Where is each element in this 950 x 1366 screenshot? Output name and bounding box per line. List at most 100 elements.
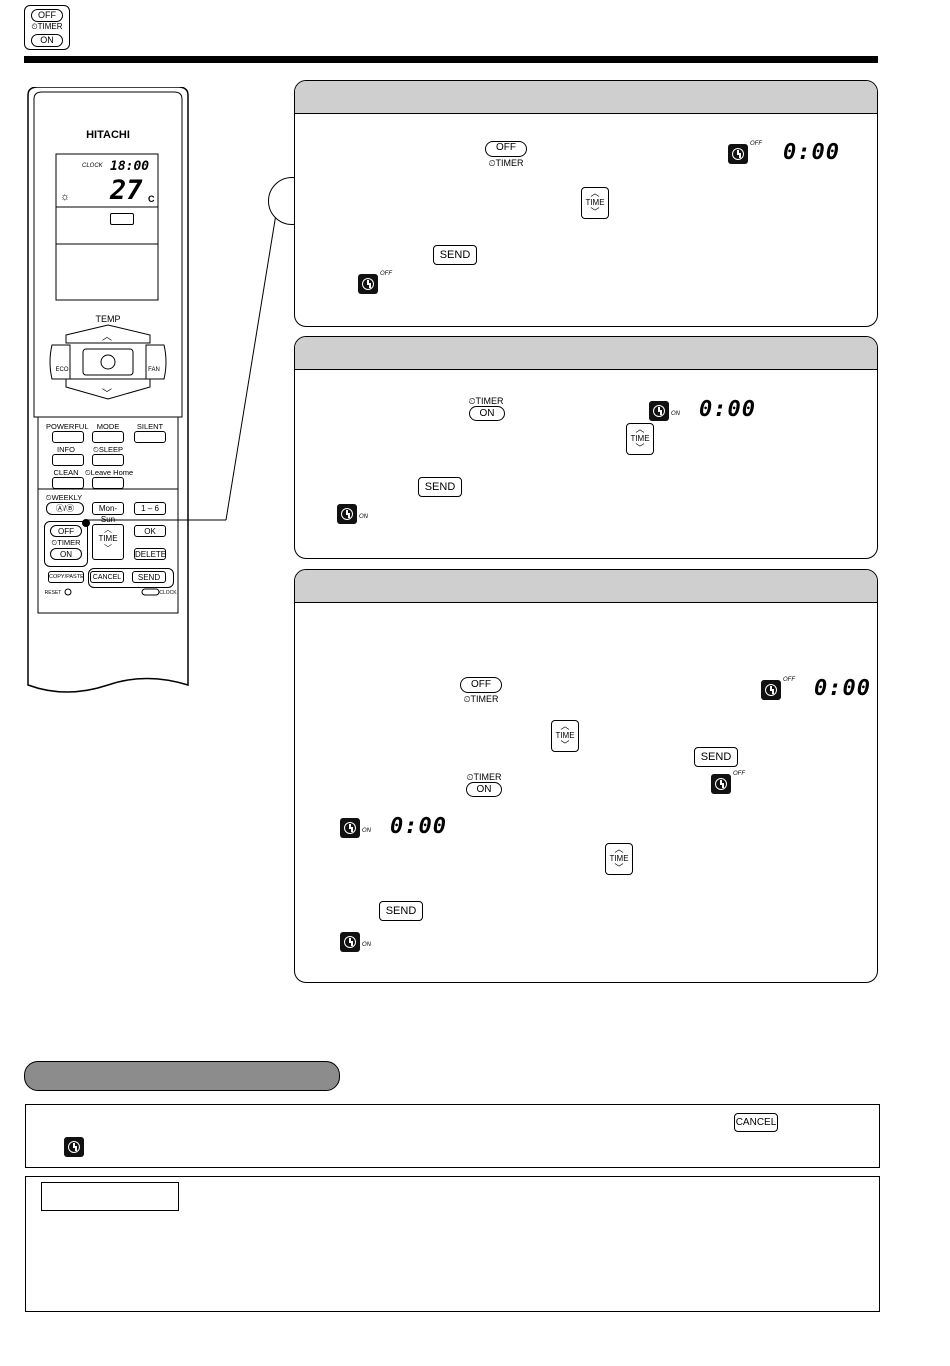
chevron-down-icon: ﹀ [560, 740, 570, 750]
off-button-icon: OFF [485, 141, 527, 157]
chevron-up-icon: ︿ [590, 188, 600, 198]
leave-home-label: ⏲Leave Home [84, 468, 134, 477]
panel-off-on-timer: OFF ⏲TIMER OFF 0:00 ︿ TIME ﹀ SEND ⏲TIMER… [294, 569, 878, 983]
clock-label: CLOCK [82, 163, 103, 169]
off-superscript: OFF [750, 141, 762, 147]
send-group [88, 568, 174, 588]
leave-home-button[interactable] [92, 477, 124, 489]
sun-icon: ☼ [60, 191, 71, 203]
time-button-icon: ︿ TIME ﹀ [551, 720, 579, 752]
chevron-down-icon: ﹀ [590, 207, 600, 217]
time-label: TIME [98, 534, 118, 543]
send-button-icon: SEND [418, 477, 462, 497]
time-label: TIME [609, 854, 629, 863]
time-label: TIME [630, 434, 650, 443]
clock-icon [340, 932, 360, 952]
fan-button[interactable]: FAN [148, 367, 160, 373]
chevron-up-icon[interactable]: ︿ [102, 332, 112, 343]
header-rule [24, 56, 878, 63]
ok-button[interactable]: OK [134, 525, 166, 537]
time-button-icon: ︿ TIME ﹀ [581, 187, 609, 219]
on-superscript: ON [362, 828, 371, 834]
chevron-up-icon: ︿ [635, 424, 645, 434]
chevron-down-icon: ﹀ [614, 863, 624, 873]
on-superscript: ON [671, 411, 680, 417]
panel-1-header [295, 81, 877, 114]
clock-icon [358, 274, 378, 294]
send-button[interactable]: SEND [132, 571, 166, 583]
time-down-icon: ﹀ [104, 544, 112, 553]
panel-off-timer: OFF ⏲TIMER OFF 0:00 ︿ TIME ﹀ SEND OFF [294, 80, 878, 327]
copy-paste-button[interactable]: COPY/PASTE [48, 571, 84, 583]
time-display: 0:00 [783, 140, 840, 165]
cancel-button-icon: CANCEL [734, 1113, 778, 1132]
time-button[interactable]: ︿ TIME ﹀ [92, 524, 124, 560]
on-button-icon: ON [466, 782, 502, 797]
send-button-icon: SEND [379, 901, 423, 921]
timer-button-icon: OFF ⏲TIMER ON [24, 5, 70, 50]
note-label-box [41, 1182, 179, 1211]
chevron-down-icon[interactable]: ﹀ [102, 389, 112, 400]
cancel-info-box: CANCEL [25, 1104, 880, 1168]
off-superscript: OFF [733, 771, 745, 777]
clock-icon [728, 144, 748, 164]
clock-button-label: CLOCK [159, 590, 177, 596]
send-button-icon: SEND [694, 747, 738, 767]
mode-button[interactable] [92, 431, 124, 443]
off-button-icon: OFF [460, 677, 502, 693]
chevron-up-icon: ︿ [560, 721, 570, 731]
reset-label: RESET [44, 590, 62, 596]
clock-display: 18:00 [110, 159, 150, 174]
remote-control: HITACHI CLOCK 18:00 ☼ 27 C TEMP ︿ ﹀ ECO … [26, 87, 190, 699]
louver-icon [110, 213, 134, 225]
time-display: 0:00 [390, 814, 447, 839]
temp-display: 27 [110, 175, 143, 206]
chevron-up-icon: ︿ [614, 844, 624, 854]
clock-icon [711, 774, 731, 794]
brand-logo: HITACHI [86, 129, 130, 141]
off-superscript: OFF [380, 271, 392, 277]
temp-unit: C [148, 194, 155, 204]
note-box [25, 1176, 880, 1312]
sleep-button[interactable] [92, 454, 124, 466]
timer-label: ⏲TIMER [466, 772, 502, 782]
silent-button[interactable] [134, 431, 166, 443]
timer-label: ⏲TIMER [468, 396, 504, 406]
section-heading-bar [24, 1061, 340, 1091]
powerful-label: POWERFUL [46, 422, 89, 431]
clock-icon [649, 401, 669, 421]
panel-3-header [295, 570, 877, 603]
eco-button[interactable]: ECO [55, 367, 69, 373]
sleep-label: ⏲SLEEP [92, 445, 124, 454]
off-timer-button[interactable]: OFF [50, 525, 82, 537]
info-label: INFO [57, 445, 75, 454]
time-button-icon: ︿ TIME ﹀ [626, 423, 654, 455]
weekly-button[interactable]: Ⓐ/Ⓑ [46, 502, 84, 515]
time-display: 0:00 [814, 676, 871, 701]
timer-label: ⏲TIMER [51, 538, 81, 547]
one-six-button[interactable]: 1 – 6 [134, 502, 166, 515]
off-pill: OFF [31, 9, 63, 22]
temp-label: TEMP [95, 314, 121, 324]
clock-icon [340, 818, 360, 838]
on-timer-button[interactable]: ON [50, 548, 82, 560]
cancel-button[interactable]: CANCEL [90, 571, 124, 583]
weekly-label: ⏲WEEKLY [45, 493, 83, 502]
time-up-icon: ︿ [104, 525, 112, 534]
powerful-button[interactable] [52, 431, 84, 443]
time-display: 0:00 [699, 397, 756, 422]
clean-button[interactable] [52, 477, 84, 489]
clock-icon [64, 1137, 84, 1157]
timer-label: ⏲TIMER [488, 158, 524, 168]
on-button-icon: ON [469, 406, 505, 421]
panel-2-header [295, 337, 877, 370]
on-superscript: ON [359, 514, 368, 520]
time-button-icon: ︿ TIME ﹀ [605, 843, 633, 875]
info-button[interactable] [52, 454, 84, 466]
remote-outline [27, 87, 189, 693]
timer-label: ⏲TIMER [31, 22, 63, 31]
delete-button[interactable]: DELETE [134, 548, 167, 560]
timer-label: ⏲TIMER [463, 694, 499, 704]
clean-label: CLEAN [53, 468, 79, 477]
